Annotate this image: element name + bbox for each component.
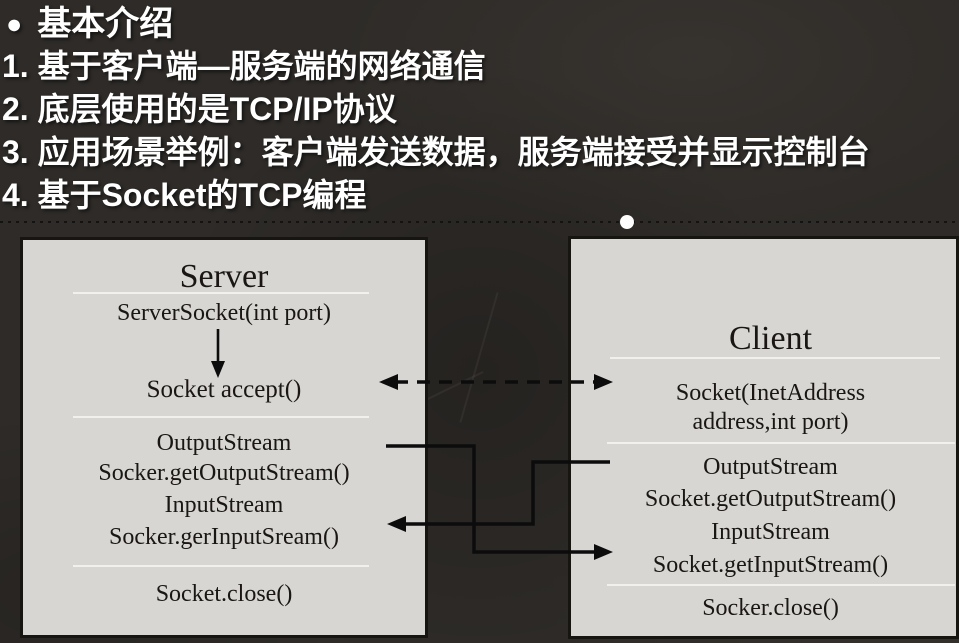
separator-line [73,565,369,567]
separator-line [607,442,955,444]
server-box: Server ServerSocket(int port) Socket acc… [20,237,428,638]
separator-line [73,416,369,418]
pointer-dot [620,215,634,229]
client-box-title: Client [728,320,813,357]
arrow-handshake-dashed [379,374,613,390]
client-step-inputstream: InputStream [711,519,830,545]
server-step-getoutputstream: Socker.getOutputStream() [98,460,350,486]
client-step-getoutputstream: Socket.getOutputStream() [644,486,897,512]
arrow-client-output-to-server-input [387,460,610,532]
server-step-close: Socket.close() [155,581,293,607]
client-step-socket-line2: address,int port) [692,409,849,435]
intro-title: ● 基本介绍 [6,1,173,47]
client-step-getinputstream: Socket.getInputStream() [652,552,889,578]
client-step-socket-line1: Socket(InetAddress [675,380,866,406]
arrow-server-output-to-client-input [386,444,613,560]
intro-title-text: 基本介绍 [37,5,174,43]
intro-item-3: 3. 应用场景举例：客户端发送数据，服务端接受并显示控制台 [2,134,870,170]
server-step-serversocket: ServerSocket(int port) [117,300,331,326]
arrow-serversocket-to-accept [211,329,225,378]
bullet-icon: ● [6,9,23,39]
server-box-title: Server [179,258,269,295]
intro-item-2: 2. 底层使用的是TCP/IP协议 [2,91,397,127]
server-step-getinputstream: Socker.gerInputSream() [109,524,339,550]
server-step-inputstream: InputStream [164,492,284,518]
client-box: Client Socket(InetAddress address,int po… [568,236,959,639]
separator-line [73,292,369,294]
separator-line [607,584,955,586]
intro-item-4: 4. 基于Socket的TCP编程 [2,177,367,213]
intro-item-1: 1. 基于客户端—服务端的网络通信 [2,48,486,84]
server-step-outputstream: OutputStream [156,430,292,456]
separator-line [610,357,940,359]
client-step-outputstream: OutputStream [703,454,838,480]
server-step-accept: Socket accept() [146,376,302,403]
client-step-close: Socker.close() [702,595,839,621]
